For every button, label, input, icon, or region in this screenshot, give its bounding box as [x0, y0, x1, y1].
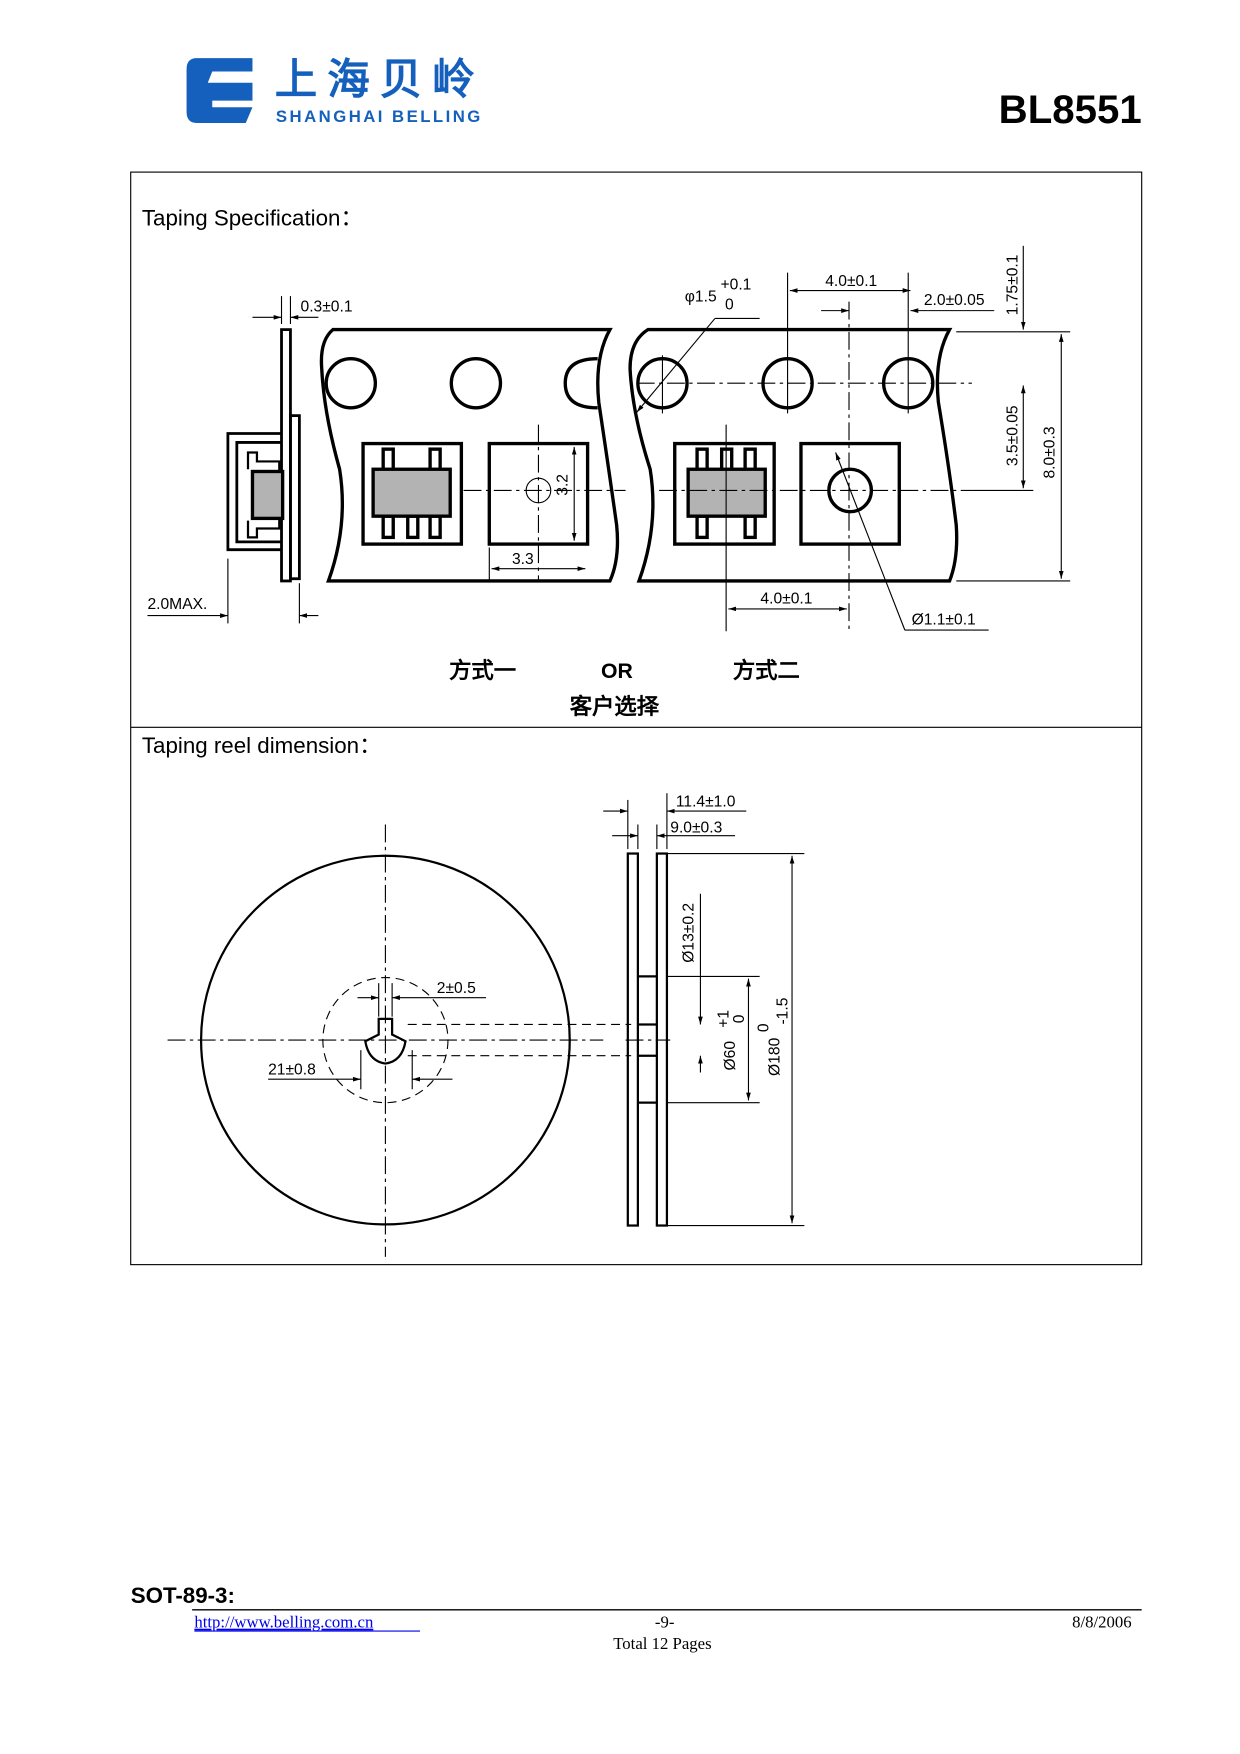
dim-reel-inner-width: 9.0±0.3 — [670, 819, 722, 836]
page-number: -9- — [655, 1613, 675, 1632]
dim-pocket-height: 3.2 — [554, 474, 571, 496]
logo-english-name: SHANGHAI BELLING — [276, 107, 483, 126]
option-2-label: 方式二 — [733, 657, 800, 684]
logo-mark-icon — [186, 58, 253, 123]
dim-pocket-pitch: 4.0±0.1 — [760, 590, 812, 607]
tape-option-2: φ1.5 +0.1 0 4.0±0.1 2.0±0.05 1.75±0.1 3.… — [628, 245, 1071, 632]
dim-hub-diameter: Ø60 — [722, 1041, 739, 1071]
company-logo: 上海贝岭 SHANGHAI BELLING — [186, 56, 485, 126]
dim-hole-tol-minus: 0 — [725, 297, 734, 314]
reel-side-view: 11.4±1.0 9.0±0.3 Ø13±0.2 Ø60 +1 0 Ø180 0… — [603, 793, 805, 1227]
total-pages: Total 12 Pages — [613, 1634, 711, 1653]
dim-reel-diameter: Ø180 — [767, 1037, 784, 1076]
logo-chinese-name: 上海贝岭 — [275, 56, 485, 105]
dim-hole-diameter: φ1.5 — [685, 289, 717, 306]
dim-hole-to-pocket-row: 3.5±0.05 — [1005, 405, 1022, 466]
customer-choice-label: 客户选择 — [570, 693, 660, 720]
dim-reel-tol-minus: -1.5 — [775, 997, 792, 1024]
dim-hub-tol-minus: 0 — [731, 1014, 748, 1023]
dim-hole-tol-plus: +0.1 — [721, 276, 752, 293]
dim-hole-to-pocket: 2.0±0.05 — [924, 292, 985, 309]
dim-pocket-hole: Ø1.1±0.1 — [912, 612, 976, 629]
dim-reel-tol-plus: 0 — [756, 1023, 773, 1032]
dim-key-diameter: 21±0.8 — [268, 1062, 316, 1079]
dim-reel-outer-width: 11.4±1.0 — [676, 794, 736, 811]
website-link[interactable]: http://www.belling.com.cn — [194, 1613, 374, 1632]
dim-hub-tol-plus: +1 — [715, 1010, 732, 1028]
document-date: 8/8/2006 — [1072, 1613, 1132, 1632]
reel-dimension-title: Taping reel dimension： — [142, 733, 382, 758]
tape-option-1: 3.2 3.3 — [319, 327, 626, 583]
dim-tape-width: 8.0±0.3 — [1042, 426, 1059, 478]
reel-front-view: 2±0.5 21±0.8 — [167, 824, 632, 1257]
tape-side-view: 0.3±0.1 2.0MAX. — [147, 296, 353, 624]
dim-hole-pitch: 4.0±0.1 — [825, 273, 877, 290]
package-label: SOT-89-3: — [131, 1583, 235, 1608]
dim-arbor-diameter: Ø13±0.2 — [681, 903, 698, 963]
part-number: BL8551 — [999, 87, 1142, 132]
dim-key-width: 2±0.5 — [437, 980, 476, 997]
dim-edge-to-hole: 1.75±0.1 — [1005, 255, 1022, 316]
dim-pocket-width: 3.3 — [512, 551, 534, 568]
content-frame — [130, 171, 1143, 1266]
taping-spec-title: Taping Specification： — [142, 206, 363, 231]
dim-max-height: 2.0MAX. — [147, 596, 207, 613]
option-1-label: 方式一 — [449, 657, 516, 684]
or-label: OR — [601, 660, 633, 683]
dim-cover-thickness: 0.3±0.1 — [301, 299, 353, 316]
